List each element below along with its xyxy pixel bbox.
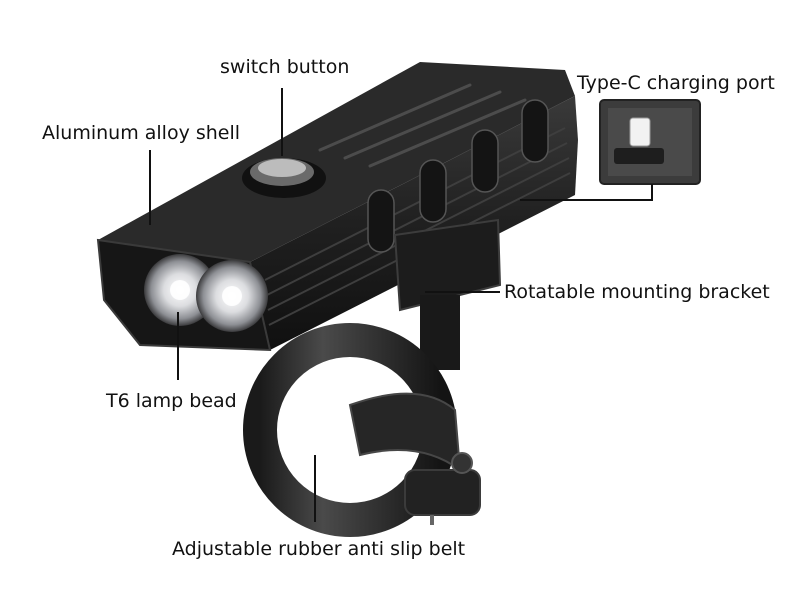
label-type-c-port: Type-C charging port — [577, 72, 775, 94]
handlebar-clamp — [243, 323, 481, 537]
label-lamp-bead: T6 lamp bead — [106, 390, 237, 412]
label-rubber-belt: Adjustable rubber anti slip belt — [172, 538, 466, 560]
grip-bumps — [367, 99, 549, 253]
label-switch-button: switch button — [220, 56, 350, 78]
label-aluminum-shell: Aluminum alloy shell — [42, 122, 241, 144]
switch-button-graphic — [242, 158, 326, 198]
type-c-inset — [599, 99, 701, 185]
label-mounting-bracket: Rotatable mounting bracket — [504, 281, 770, 303]
top-grooves — [318, 83, 527, 168]
leader-typec — [520, 184, 653, 201]
led-lamp-beads — [144, 254, 268, 332]
leader-lines — [149, 88, 653, 522]
